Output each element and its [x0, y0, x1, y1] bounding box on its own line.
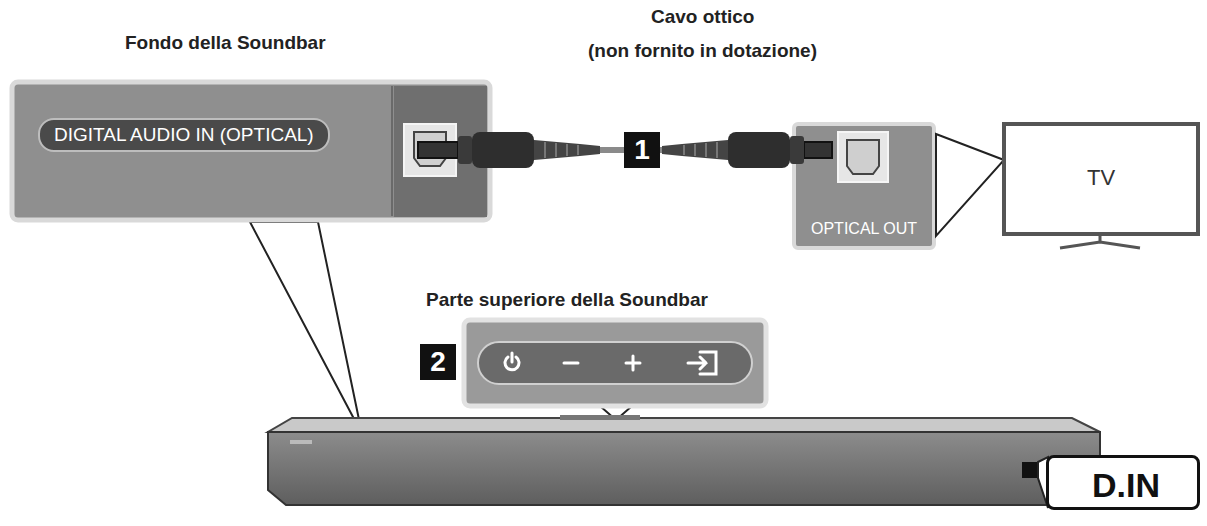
port-label: DIGITAL AUDIO IN (OPTICAL) [38, 118, 330, 152]
callout-number: 2 [420, 344, 456, 380]
cable-label: Cavo ottico [651, 6, 754, 28]
top-panel [464, 320, 766, 420]
bottom-panel-callout: Fondo della SoundbarDIGITAL AUDIO IN (OP… [10, 30, 492, 222]
display-label: D.IN [1092, 466, 1160, 505]
device-label: TV [1087, 165, 1115, 191]
port-label: OPTICAL OUT [811, 220, 917, 238]
soundbar-body [268, 415, 1100, 508]
callout-leader [250, 222, 362, 434]
cable-note: (non fornito in dotazione) [588, 40, 817, 62]
callout-leader [936, 134, 1004, 236]
panel-heading: Parte superiore della Soundbar [426, 289, 708, 311]
bottom-panel [12, 82, 490, 220]
optical-plug [418, 132, 600, 168]
tv-illustration [1004, 124, 1198, 248]
callout-number: 1 [624, 132, 660, 168]
tv-box: TV [1003, 122, 1200, 235]
optical-plug [662, 132, 832, 168]
tv-port-callout: OPTICAL OUT [792, 122, 936, 250]
panel-heading: Fondo della Soundbar [125, 32, 326, 54]
tv-port-panel [794, 124, 934, 248]
indicator-box: D.IN [1046, 455, 1200, 510]
